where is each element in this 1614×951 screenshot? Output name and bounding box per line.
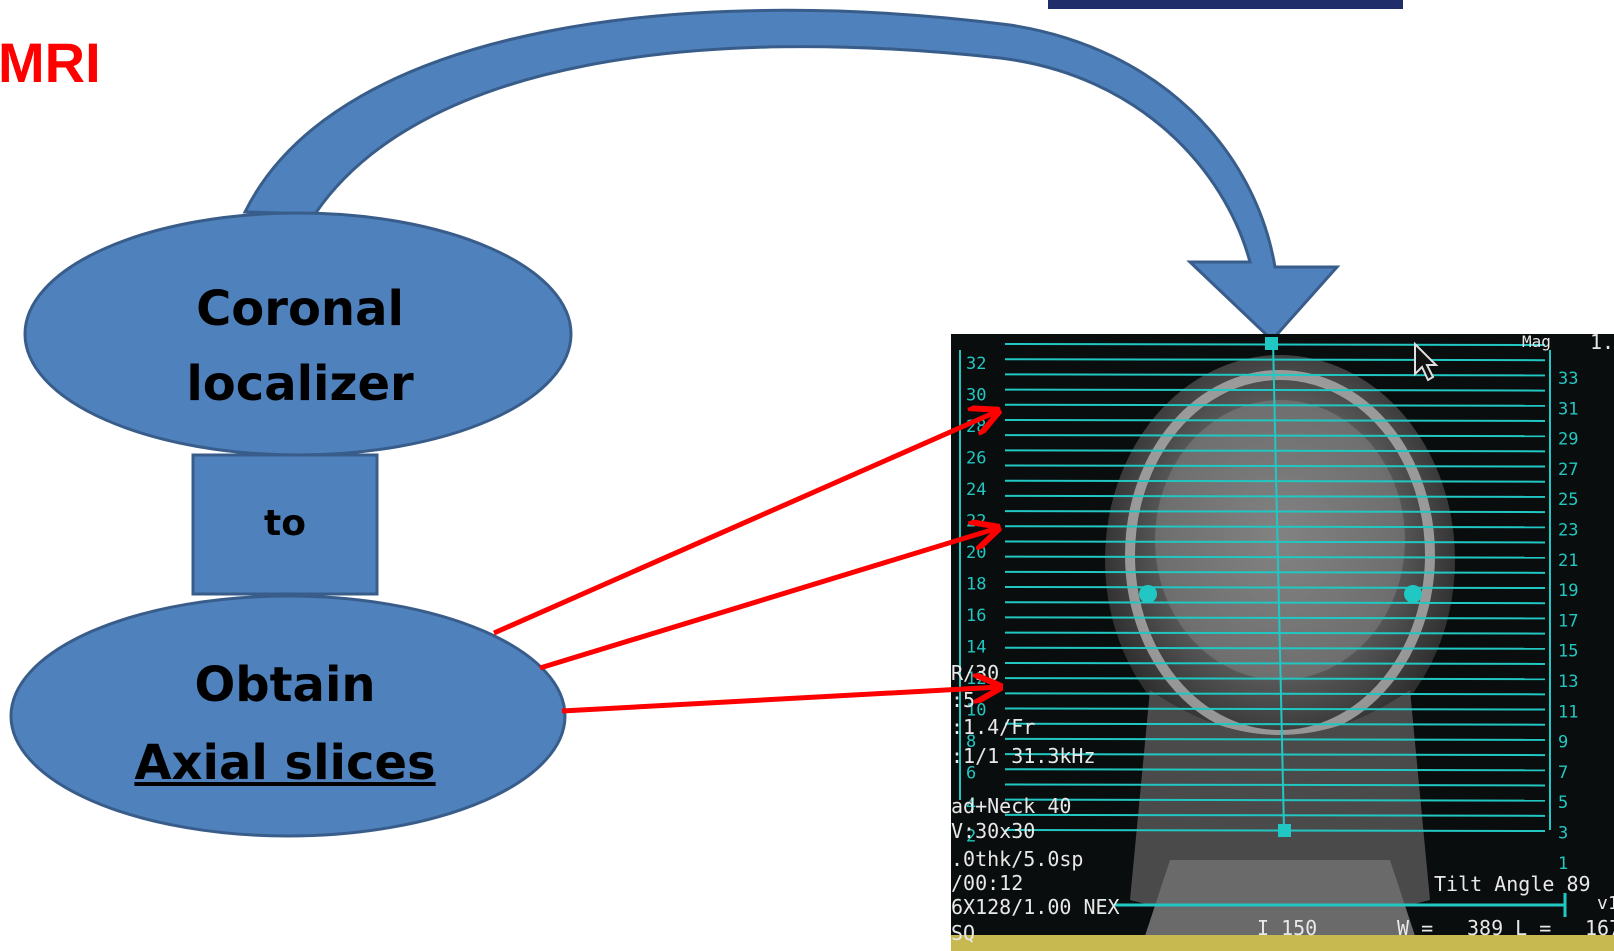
right-slice-number: 9 [1558, 733, 1568, 753]
slice-line [1004, 570, 1546, 574]
left-slice-number: 32 [966, 354, 986, 374]
right-edge-label: v1 [1597, 893, 1614, 914]
slice-line [1004, 373, 1546, 377]
obtain-line2: Axial slices [134, 735, 436, 791]
scan-param-text: /00:12 [951, 871, 1023, 895]
slice-line [1004, 692, 1546, 696]
right-slice-number: 13 [1558, 672, 1578, 692]
slice-line [1004, 722, 1546, 726]
scan-param-text: :1/1 31.3kHz [951, 744, 1096, 768]
mri-title: MRI [0, 31, 101, 94]
slice-line [1004, 540, 1546, 544]
scan-param-text: :5 [951, 688, 975, 712]
red-arrow-middle [539, 528, 998, 671]
scan-param-text: :1.4/Fr [951, 715, 1035, 739]
slice-line [1004, 555, 1546, 559]
slice-line [1004, 646, 1546, 650]
bottom-i: I 150 [1257, 916, 1317, 940]
left-slice-number: 16 [966, 606, 986, 626]
right-slice-number: 3 [1558, 824, 1568, 844]
red-arrow-bottom [561, 687, 1000, 714]
right-slice-number: 27 [1558, 460, 1578, 480]
obtain-axial-label: Obtain Axial slices [120, 646, 450, 802]
coronal-localizer-ellipse [23, 211, 573, 457]
left-slice-number: 4 [966, 795, 976, 815]
top-accent-bar [1048, 0, 1403, 9]
right-slice-number: 31 [1558, 399, 1578, 419]
slice-line [1004, 798, 1546, 802]
slice-line [1004, 601, 1546, 605]
right-slice-number: 7 [1558, 763, 1568, 783]
slice-line [1004, 586, 1546, 589]
slice-line [1004, 358, 1546, 362]
scan-param-text: R/30 [951, 661, 999, 685]
right-slice-number: 15 [1558, 642, 1578, 662]
slice-line [1004, 677, 1546, 681]
right-slice-number: 11 [1558, 702, 1578, 722]
right-slice-number: 17 [1558, 611, 1578, 631]
left-slice-number: 14 [966, 638, 986, 658]
right-slice-number: 21 [1558, 551, 1578, 571]
scan-param-text: 6X128/1.00 NEX [951, 895, 1120, 919]
slice-line [1004, 707, 1546, 711]
left-slice-number: 10 [966, 701, 986, 721]
slice-line [1004, 737, 1546, 741]
right-slice-number: 23 [1558, 521, 1578, 541]
coronal-line1: Coronal [196, 281, 404, 337]
slice-line [1004, 829, 1546, 832]
slice-line [1004, 753, 1546, 757]
slice-line [1004, 525, 1546, 529]
slice-line [1004, 783, 1546, 787]
slice-line [1004, 631, 1546, 635]
scan-param-text: ad+Neck 40 [951, 794, 1071, 818]
scan-param-text: V:30x30 [951, 819, 1035, 843]
mag-value: 1. [1590, 330, 1614, 354]
slice-line [1004, 616, 1546, 620]
mag-label: Mag [1522, 332, 1551, 351]
slice-line [1004, 661, 1546, 665]
curved-arrow [242, 8, 1341, 343]
right-slice-number: 33 [1558, 369, 1578, 389]
right-slice-number: 25 [1558, 490, 1578, 510]
right-slice-number: 19 [1558, 581, 1578, 601]
slice-line [1004, 479, 1546, 483]
obtain-line1: Obtain [194, 657, 376, 713]
left-slice-number: 8 [966, 732, 976, 752]
left-slice-number: 2 [966, 827, 976, 847]
right-slice-number: 1 [1558, 854, 1568, 874]
coronal-localizer-label: Coronal localizer [150, 272, 450, 422]
bottom-w: W = [1397, 916, 1433, 940]
connector-box [191, 453, 379, 596]
obtain-axial-ellipse [9, 594, 567, 838]
left-slice-number: 24 [966, 480, 986, 500]
slice-line [1004, 494, 1546, 498]
left-slice-number: 26 [966, 449, 986, 469]
coronal-line2: localizer [186, 356, 414, 412]
scan-param-text: SQ [951, 921, 975, 945]
right-slice-number: 5 [1558, 793, 1568, 813]
left-slice-number: 20 [966, 543, 986, 563]
tilt-angle: Tilt Angle 89 [1434, 872, 1591, 896]
left-slice-number: 22 [966, 512, 986, 532]
left-slice-number: 6 [966, 764, 976, 784]
slice-line [1004, 768, 1546, 772]
scan-param-text: .0thk/5.0sp [951, 847, 1083, 871]
slice-line [1004, 510, 1546, 514]
right-slice-number: 29 [1558, 430, 1578, 450]
slice-line [1004, 813, 1546, 817]
bottom-l-value: 167 [1585, 916, 1614, 940]
left-slice-number: 30 [966, 386, 986, 406]
connector-label: to [264, 503, 306, 544]
bottom-w-value: 389 L = [1467, 916, 1551, 940]
red-arrow-top [492, 411, 998, 636]
left-slice-number: 18 [966, 575, 986, 595]
